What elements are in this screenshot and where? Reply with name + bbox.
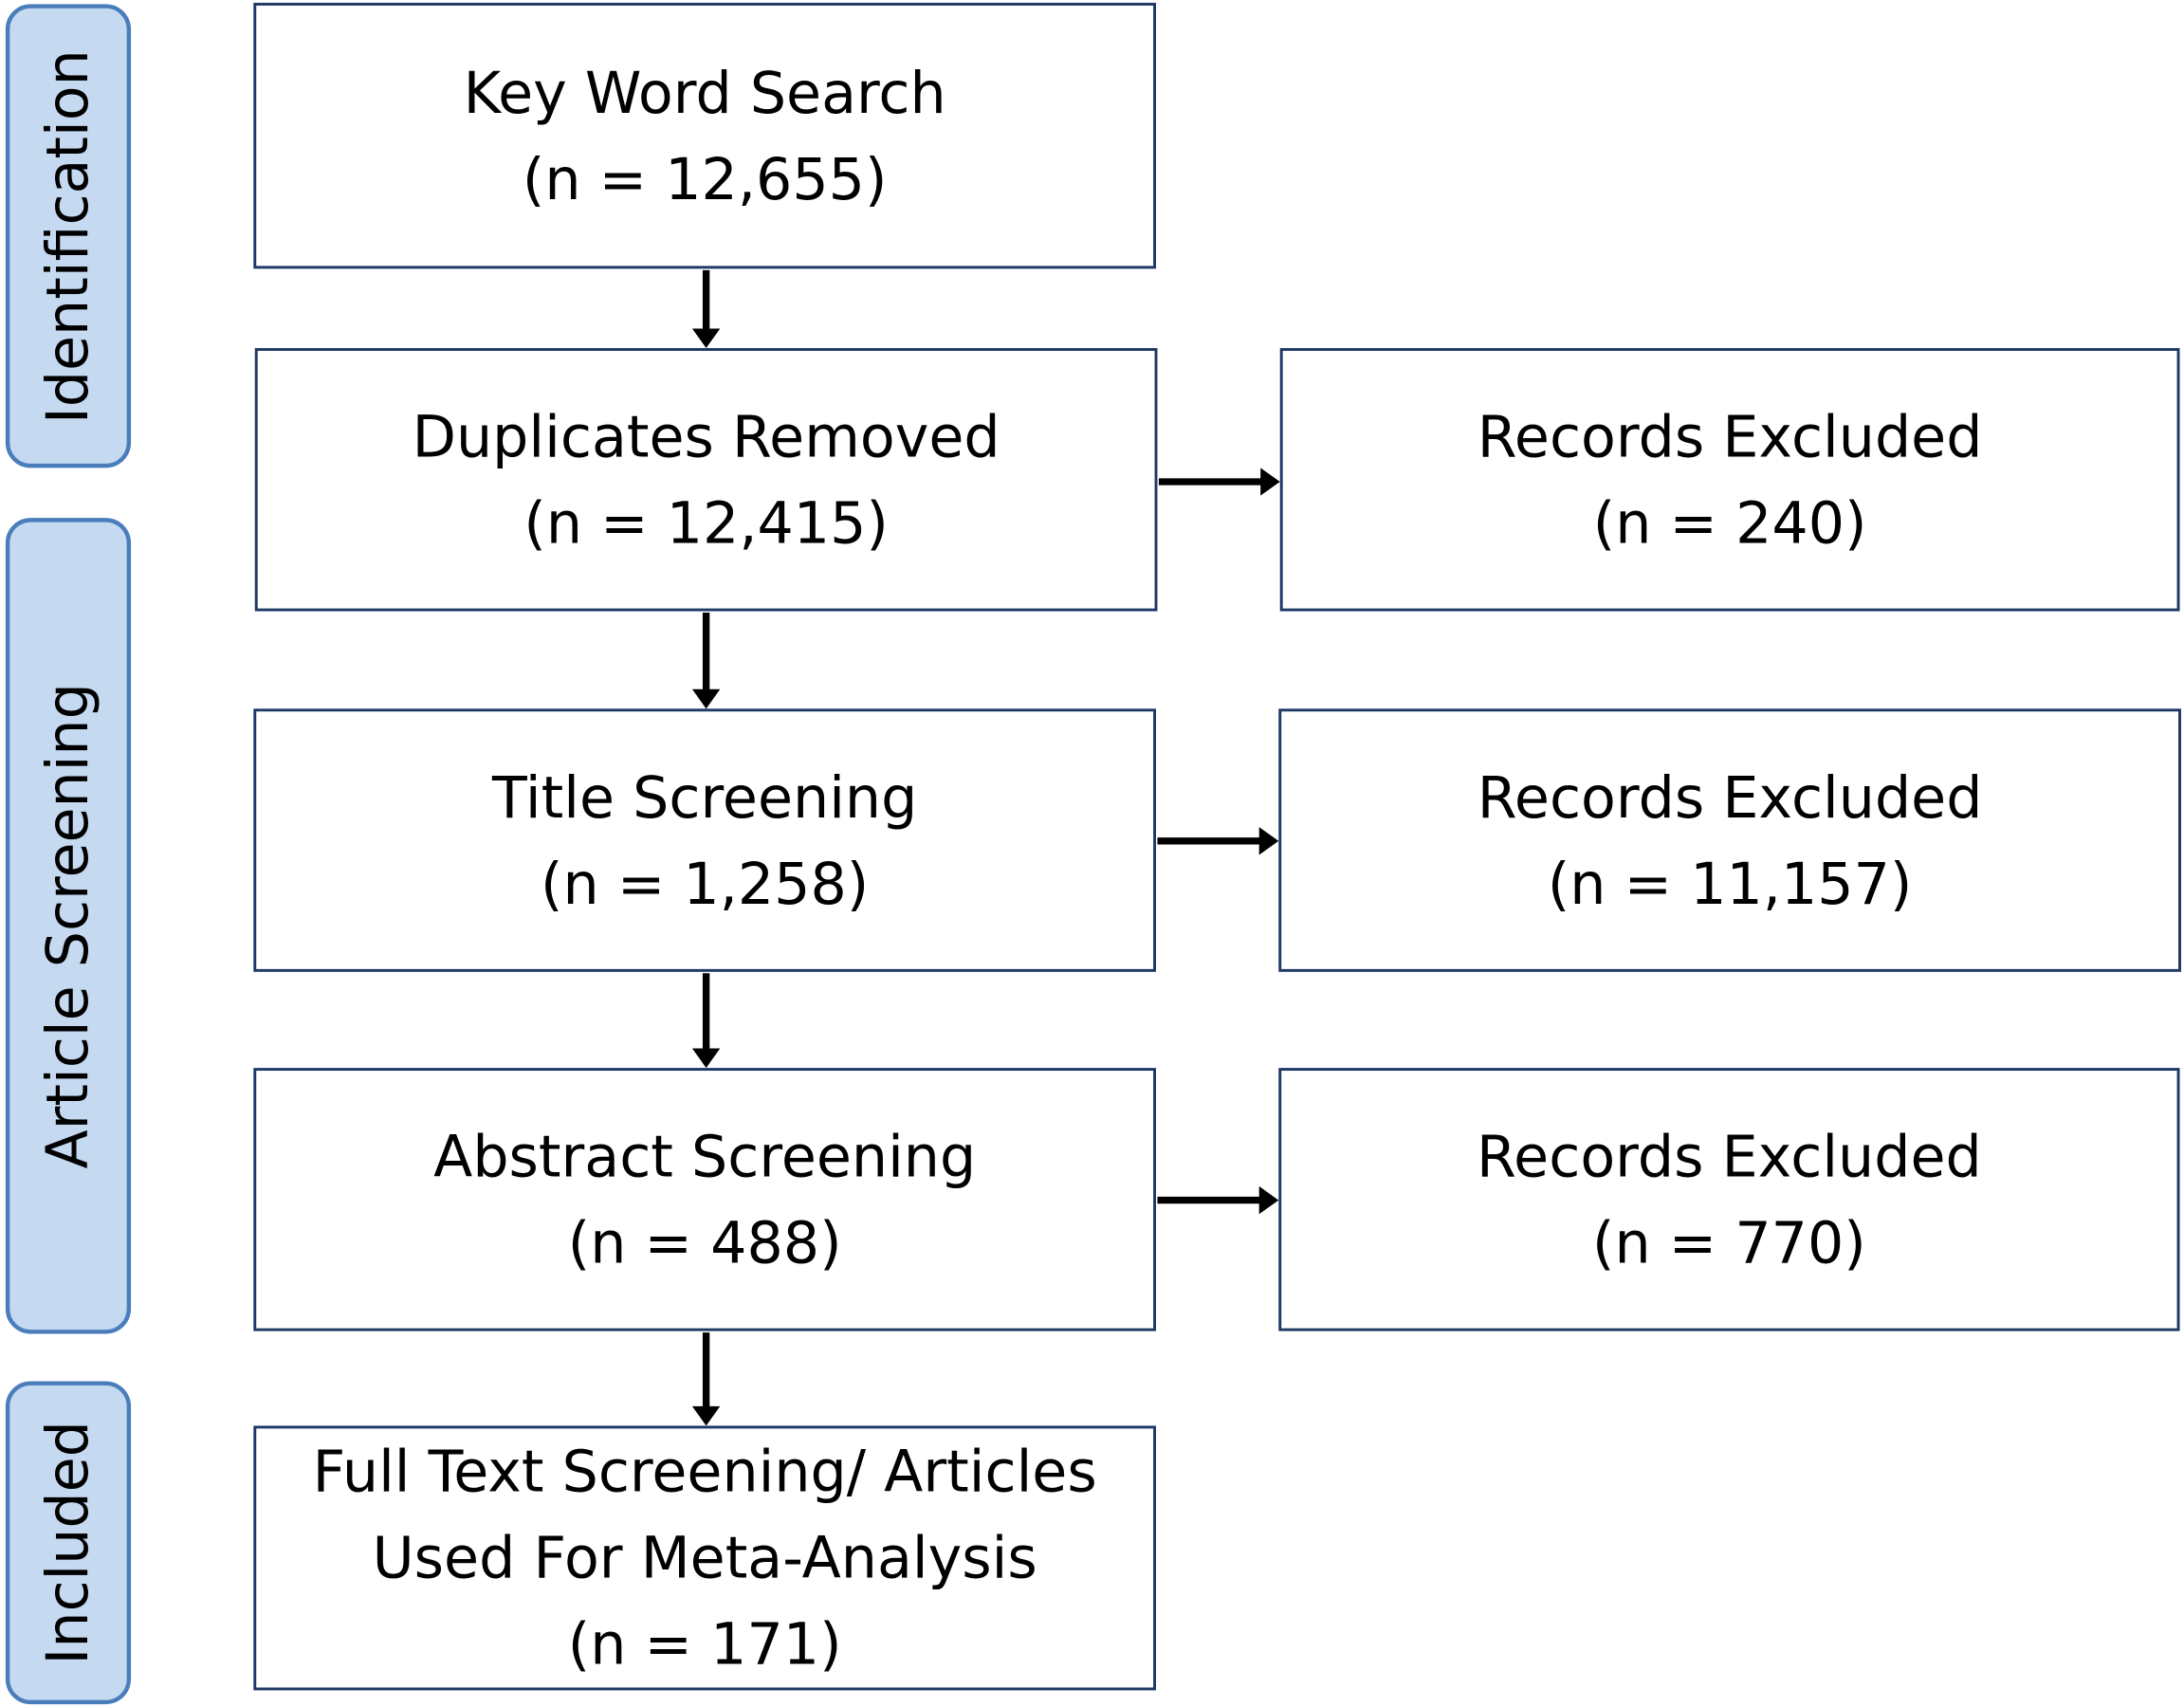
records-excluded-1-title: Records Excluded (1477, 403, 1983, 470)
records-excluded-2-title: Records Excluded (1477, 763, 1983, 831)
phase-article-screening: Article Screening (5, 518, 132, 1334)
records-excluded-1-count: (n = 240) (1592, 489, 1867, 557)
records-excluded-2-count: (n = 11,157) (1547, 850, 1913, 917)
records-excluded-3-title: Records Excluded (1477, 1123, 1982, 1190)
abstract-screening-title: Abstract Screening (433, 1123, 977, 1190)
arrowhead-down-4 (691, 1405, 721, 1426)
records-excluded-box-2: Records Excluded (n = 11,157) (1278, 708, 2181, 972)
full-text-screening-count: (n = 171) (567, 1610, 842, 1679)
arrowhead-right-1 (1260, 468, 1280, 496)
arrowhead-right-2 (1258, 827, 1279, 855)
arrowhead-right-3 (1258, 1185, 1279, 1215)
records-excluded-box-1: Records Excluded (n = 240) (1279, 348, 2180, 612)
phase-identification: Identification (5, 4, 132, 468)
key-word-search-title: Key Word Search (463, 59, 946, 126)
title-screening-title: Title Screening (491, 763, 918, 831)
arrowhead-down-2 (691, 688, 721, 709)
full-text-screening-title-line2: Used For Meta-Analysis (372, 1524, 1037, 1592)
duplicates-removed-title: Duplicates Removed (412, 403, 1000, 470)
title-screening-box: Title Screening (n = 1,258) (253, 708, 1157, 972)
key-word-search-box: Key Word Search (n = 12,655) (253, 2, 1157, 269)
records-excluded-3-count: (n = 770) (1591, 1209, 1866, 1276)
full-text-screening-box: Full Text Screening/ Articles Used For M… (253, 1425, 1157, 1691)
phase-included: Included (5, 1381, 132, 1705)
abstract-screening-count: (n = 488) (567, 1209, 842, 1276)
arrowhead-down-1 (691, 328, 721, 349)
key-word-search-count: (n = 12,655) (522, 145, 888, 212)
records-excluded-box-3: Records Excluded (n = 770) (1278, 1068, 2180, 1331)
full-text-screening-title-line1: Full Text Screening/ Articles (312, 1438, 1097, 1506)
duplicates-removed-count: (n = 12,415) (523, 489, 889, 557)
abstract-screening-box: Abstract Screening (n = 488) (253, 1068, 1157, 1331)
arrowhead-down-3 (691, 1048, 721, 1069)
title-screening-count: (n = 1,258) (541, 850, 870, 917)
duplicates-removed-box: Duplicates Removed (n = 12,415) (254, 348, 1158, 612)
